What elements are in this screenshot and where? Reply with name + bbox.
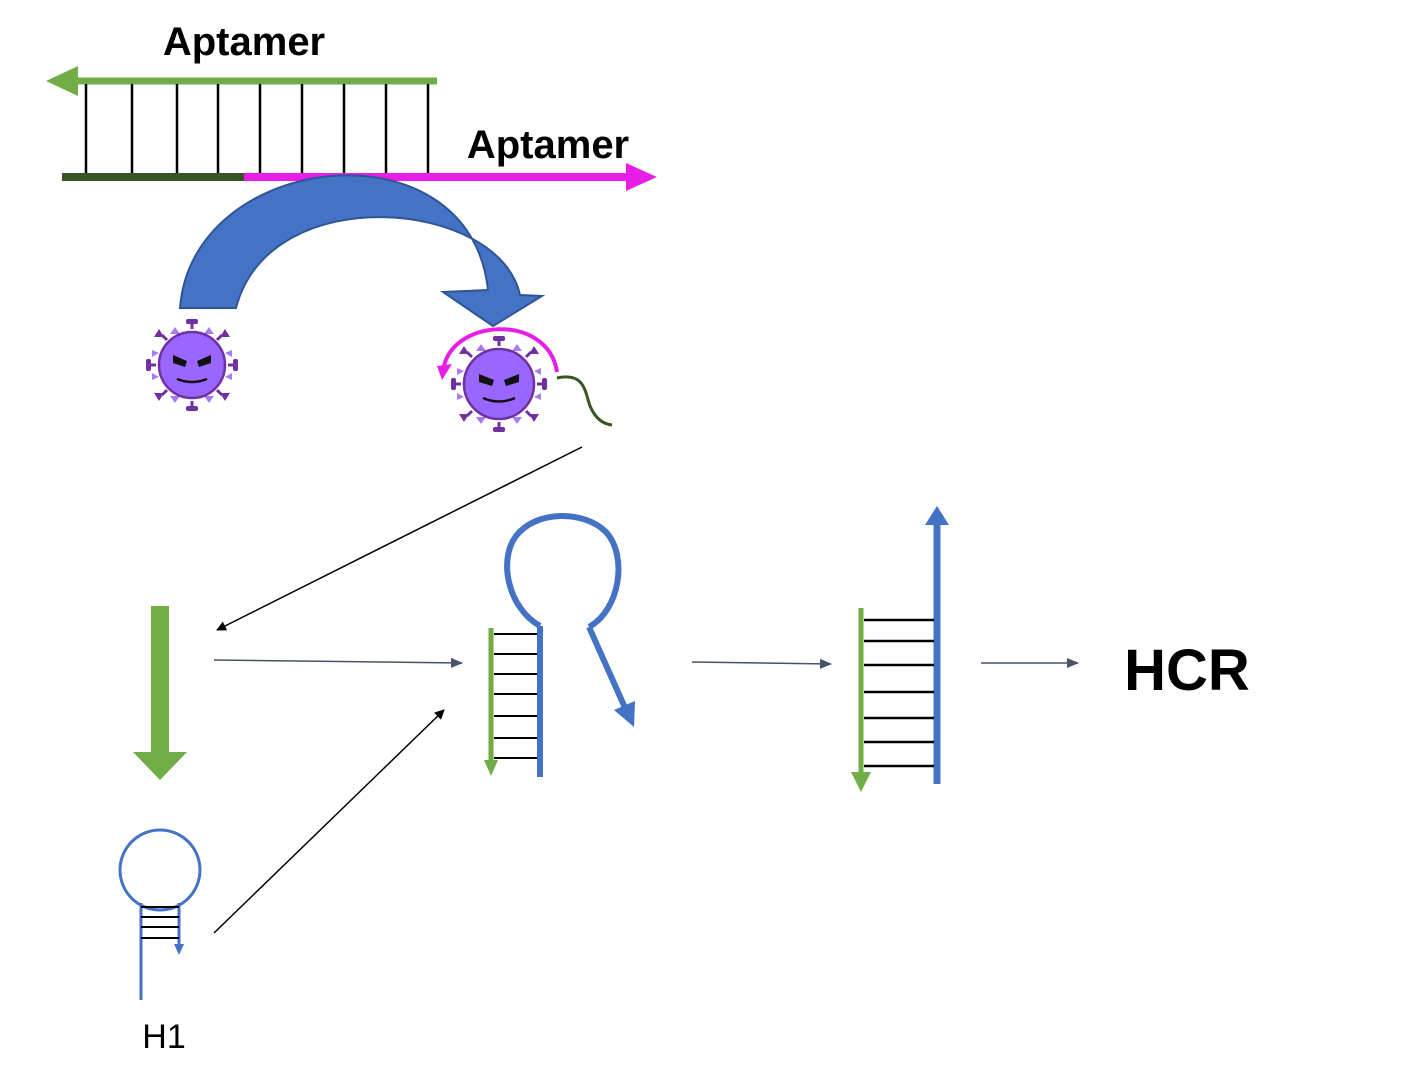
green-strand-arrowhead [46, 66, 78, 96]
h1-to-complex-arrow [213, 709, 445, 934]
bound-aptamer-arc [441, 327, 559, 373]
aptamer-label-right: Aptamer [467, 123, 629, 167]
curved-arrow-icon [178, 174, 546, 328]
h1-label: H1 [142, 1018, 185, 1056]
trigger-strand-arrowhead [133, 752, 187, 780]
trigger-to-complex-arrow [213, 657, 463, 668]
aptamer-duplex [46, 66, 657, 191]
released-tail [556, 375, 613, 427]
intermediate-complex [484, 513, 635, 777]
base-pair-rungs [84, 84, 430, 175]
magenta-strand-arrowhead [626, 163, 657, 191]
aptamer-label-top: Aptamer [163, 20, 325, 64]
virus-icon [146, 319, 238, 411]
h1-hairpin [118, 828, 202, 1000]
hcr-label: HCR [1124, 638, 1250, 703]
complex-to-duplex-arrow [691, 658, 832, 669]
release-arrow [216, 446, 583, 631]
virus-bound-icon [451, 336, 547, 432]
product-duplex [851, 506, 949, 792]
trigger-strand [151, 606, 169, 756]
bound-aptamer-arrowhead [437, 364, 452, 380]
